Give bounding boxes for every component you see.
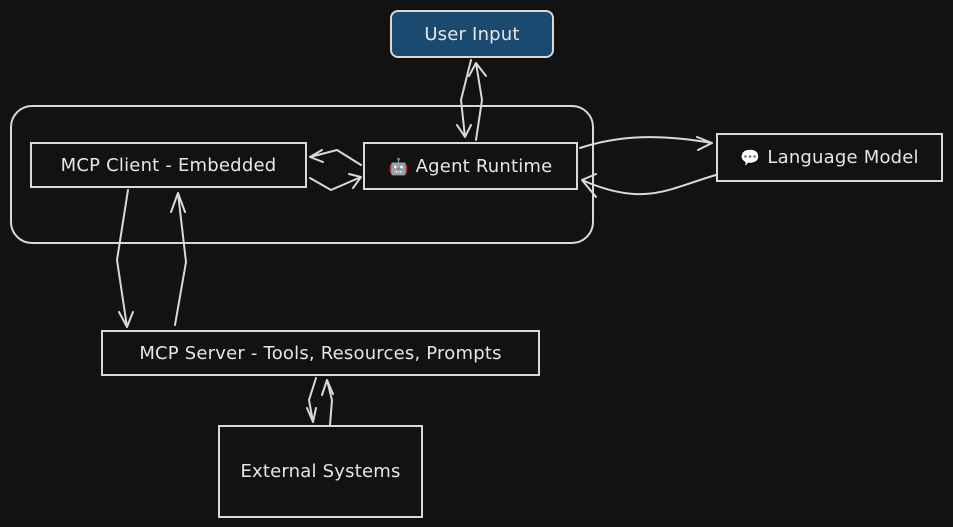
- node-external-systems[interactable]: External Systems: [218, 425, 423, 518]
- edge-server-to-external: [306, 377, 317, 423]
- edge-client-to-agent: [309, 173, 362, 191]
- edge-agent-to-user: [468, 62, 487, 141]
- edge-agent-to-client: [309, 149, 362, 166]
- node-mcp-server-label: MCP Server - Tools, Resources, Prompts: [139, 342, 502, 364]
- node-agent-runtime[interactable]: 🤖 Agent Runtime: [363, 142, 578, 190]
- node-mcp-server[interactable]: MCP Server - Tools, Resources, Prompts: [101, 330, 540, 376]
- node-user-input-label: User Input: [424, 23, 520, 45]
- node-language-model[interactable]: 💬 Language Model: [716, 133, 943, 182]
- node-language-model-label: Language Model: [767, 147, 919, 168]
- edge-user-to-agent: [456, 59, 472, 138]
- node-user-input[interactable]: User Input: [390, 10, 554, 58]
- speech-bubble-icon: 💬: [740, 148, 761, 167]
- edge-external-to-server: [321, 379, 334, 426]
- agent-runtime-group: [10, 105, 594, 244]
- robot-icon: 🤖: [388, 156, 409, 176]
- node-mcp-client[interactable]: MCP Client - Embedded: [30, 142, 307, 188]
- node-mcp-client-label: MCP Client - Embedded: [60, 154, 277, 176]
- node-external-systems-label: External Systems: [240, 461, 401, 482]
- edge-client-to-server: [116, 189, 134, 328]
- node-agent-runtime-label: Agent Runtime: [415, 155, 553, 177]
- edge-lm-to-agent: [581, 173, 717, 198]
- edge-agent-to-lm: [579, 136, 713, 151]
- edge-server-to-client: [170, 192, 187, 326]
